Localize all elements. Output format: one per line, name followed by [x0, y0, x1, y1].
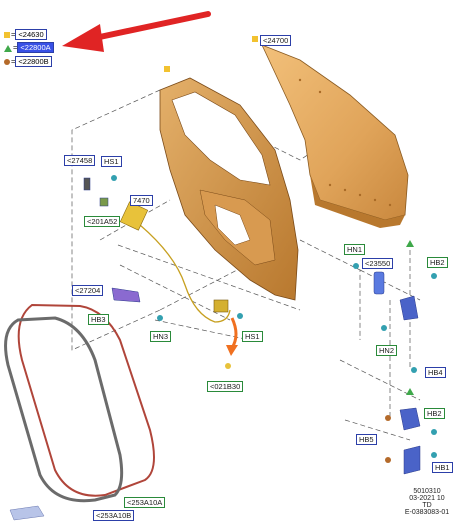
label-hn1[interactable]: HN1 [344, 244, 366, 255]
callout-arrow-orange [226, 317, 238, 356]
inner-door-frame [159, 77, 299, 301]
legend-code-highlighted[interactable]: <22800A [17, 42, 54, 53]
footer-block: 5010310 03-2021 10 TD E-0383083-01 [397, 488, 457, 516]
label-7470[interactable]: 7470 [130, 195, 153, 206]
label-hb1[interactable]: HB1 [432, 462, 453, 473]
latch-actuator [213, 299, 229, 313]
label-23550[interactable]: <23550 [362, 258, 394, 269]
triangle-marker-icon [4, 44, 12, 52]
legend-code[interactable]: <22800B [15, 56, 52, 67]
label-253a10b[interactable]: <253A10B [93, 510, 135, 521]
footer-model: TD [422, 502, 432, 509]
footer-ref: E-0383083-01 [404, 509, 450, 516]
label-hb4[interactable]: HB4 [425, 367, 446, 378]
legend-row-circle: =<22800B [4, 56, 52, 67]
hardware-parts [83, 177, 421, 475]
label-27458[interactable]: <27458 [64, 155, 96, 166]
door-seal-outer [17, 303, 155, 497]
legend-row-square: =<24630 [4, 29, 47, 40]
label-hs1-mid[interactable]: HS1 [242, 331, 263, 342]
circle-marker-icon [4, 59, 10, 66]
footer-code: 5010310 [413, 488, 441, 495]
dashed-guide-lines [71, 89, 421, 441]
label-253a10a[interactable]: <253A10A [124, 497, 166, 508]
label-24700[interactable]: <24700 [260, 35, 292, 46]
label-hb5[interactable]: HB5 [356, 434, 377, 445]
outer-door-panel [261, 44, 409, 228]
label-hb2-top[interactable]: HB2 [427, 257, 448, 268]
latch-cable [139, 224, 231, 323]
square-marker-icon [4, 32, 10, 39]
bolt-markers [111, 36, 437, 463]
label-021b30[interactable]: <021B30 [207, 381, 244, 392]
footer-date: 03-2021 10 [409, 495, 445, 502]
legend-row-triangle: =<22800A [4, 42, 54, 53]
label-hn2[interactable]: HN2 [376, 345, 398, 356]
bottom-left-fragment [9, 505, 45, 521]
legend-code[interactable]: <24630 [15, 29, 47, 40]
handle-rod [119, 201, 149, 231]
callout-arrow-red [62, 11, 211, 52]
label-201a52[interactable]: <201A52 [84, 216, 121, 227]
label-hs1-top[interactable]: HS1 [101, 156, 122, 167]
label-hb3[interactable]: HB3 [88, 314, 109, 325]
label-hb2-bottom[interactable]: HB2 [424, 408, 445, 419]
label-hn3[interactable]: HN3 [150, 331, 172, 342]
door-seal-inner [4, 316, 124, 503]
label-27204[interactable]: <27204 [72, 285, 104, 296]
